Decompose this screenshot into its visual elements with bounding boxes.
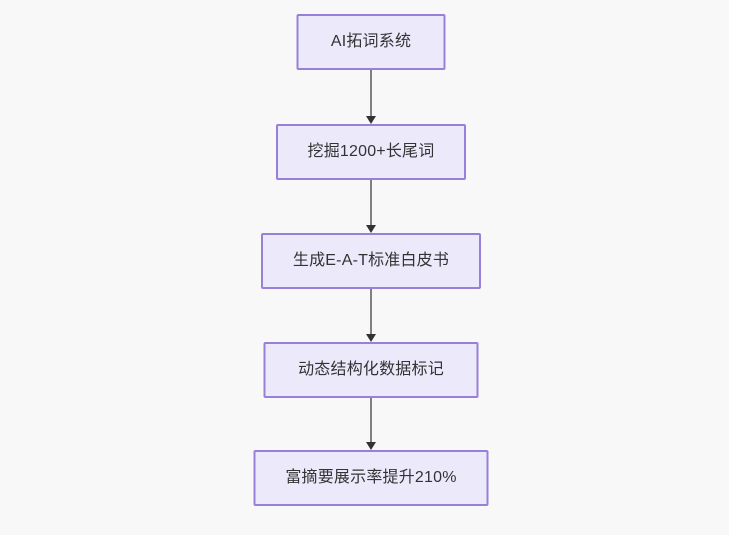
flow-node-generate-eat-whitepaper[interactable]: 生成E-A-T标准白皮书 xyxy=(261,233,481,289)
flow-node-label: 生成E-A-T标准白皮书 xyxy=(292,252,450,270)
arrow-head-icon xyxy=(366,442,376,450)
flow-edge-4-to-5 xyxy=(365,398,377,450)
flow-node-dynamic-structured-data-markup[interactable]: 动态结构化数据标记 xyxy=(263,342,479,398)
flow-node-label: 挖掘1200+长尾词 xyxy=(307,143,435,161)
flow-node-ai-keyword-system[interactable]: AI拓词系统 xyxy=(296,14,446,70)
edge-line xyxy=(370,70,372,117)
flow-node-label: AI拓词系统 xyxy=(330,33,412,51)
edge-line xyxy=(370,398,372,443)
arrow-head-icon xyxy=(366,334,376,342)
arrow-head-icon xyxy=(366,116,376,124)
edge-line xyxy=(370,180,372,226)
flow-node-mine-longtail-keywords[interactable]: 挖掘1200+长尾词 xyxy=(276,124,466,180)
edge-line xyxy=(370,289,372,335)
flow-edge-3-to-4 xyxy=(365,289,377,342)
flow-edge-2-to-3 xyxy=(365,180,377,233)
flow-node-rich-snippet-rate-increase[interactable]: 富摘要展示率提升210% xyxy=(253,450,489,506)
flow-node-label: 富摘要展示率提升210% xyxy=(285,469,457,487)
flow-edge-1-to-2 xyxy=(365,70,377,124)
arrow-head-icon xyxy=(366,225,376,233)
flow-node-label: 动态结构化数据标记 xyxy=(298,361,444,379)
